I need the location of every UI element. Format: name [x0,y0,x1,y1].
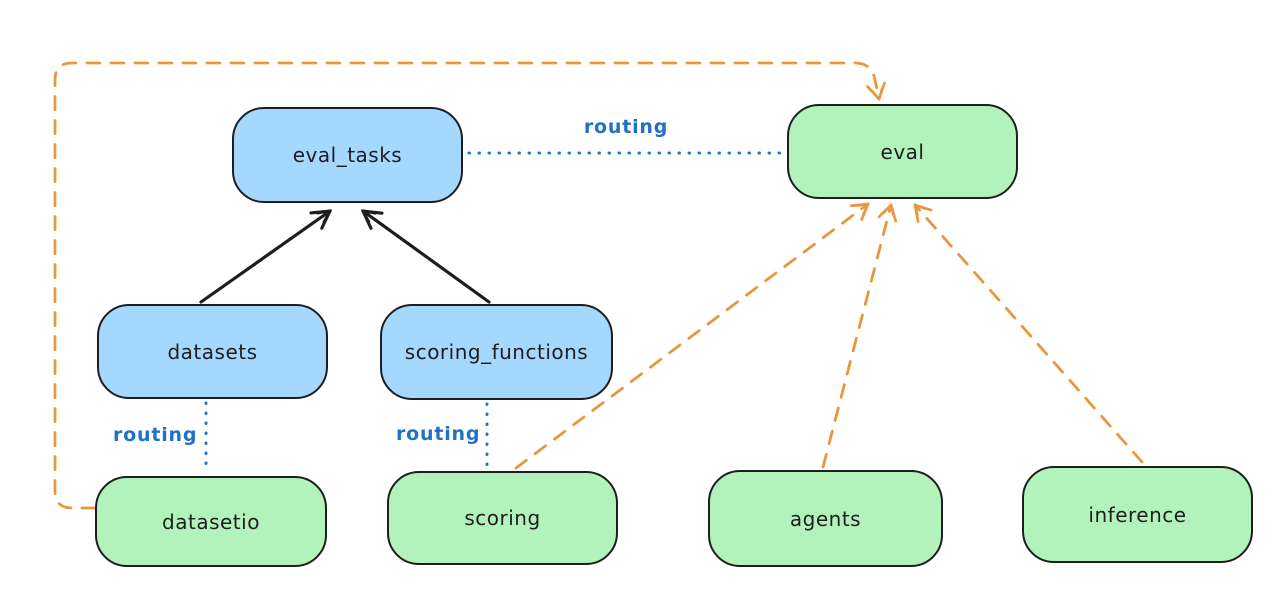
edge-label-routing-eval-tasks-eval: routing [583,116,669,138]
node-eval: eval [787,104,1018,199]
edge-scoring-functions-to-eval-tasks [360,209,491,304]
edge-scoring-to-eval [514,202,870,470]
edge-datasetio-to-eval-loop [53,61,886,510]
node-scoring-label: scoring [464,506,541,530]
edge-agents-to-eval [821,202,898,469]
node-datasets: datasets [97,304,328,399]
node-scoring-functions: scoring_functions [380,304,613,400]
node-eval-tasks-label: eval_tasks [292,143,403,167]
node-datasetio-label: datasetio [162,509,260,534]
node-eval-label: eval [880,139,925,164]
node-inference: inference [1022,466,1253,563]
edge-datasets-to-eval-tasks [199,209,333,304]
node-agents-label: agents [789,506,862,531]
node-scoring-functions-label: scoring_functions [404,340,589,364]
node-inference-label: inference [1088,502,1187,527]
node-scoring: scoring [387,471,618,565]
edge-label-routing-scoring-functions-scoring: routing [396,423,481,445]
edge-label-routing-datasets-datasetio: routing [113,424,198,446]
node-agents: agents [708,470,943,567]
node-datasets-label: datasets [167,339,258,364]
edge-inference-to-eval [913,203,1144,464]
node-eval-tasks: eval_tasks [232,107,463,203]
node-datasetio: datasetio [95,476,327,567]
